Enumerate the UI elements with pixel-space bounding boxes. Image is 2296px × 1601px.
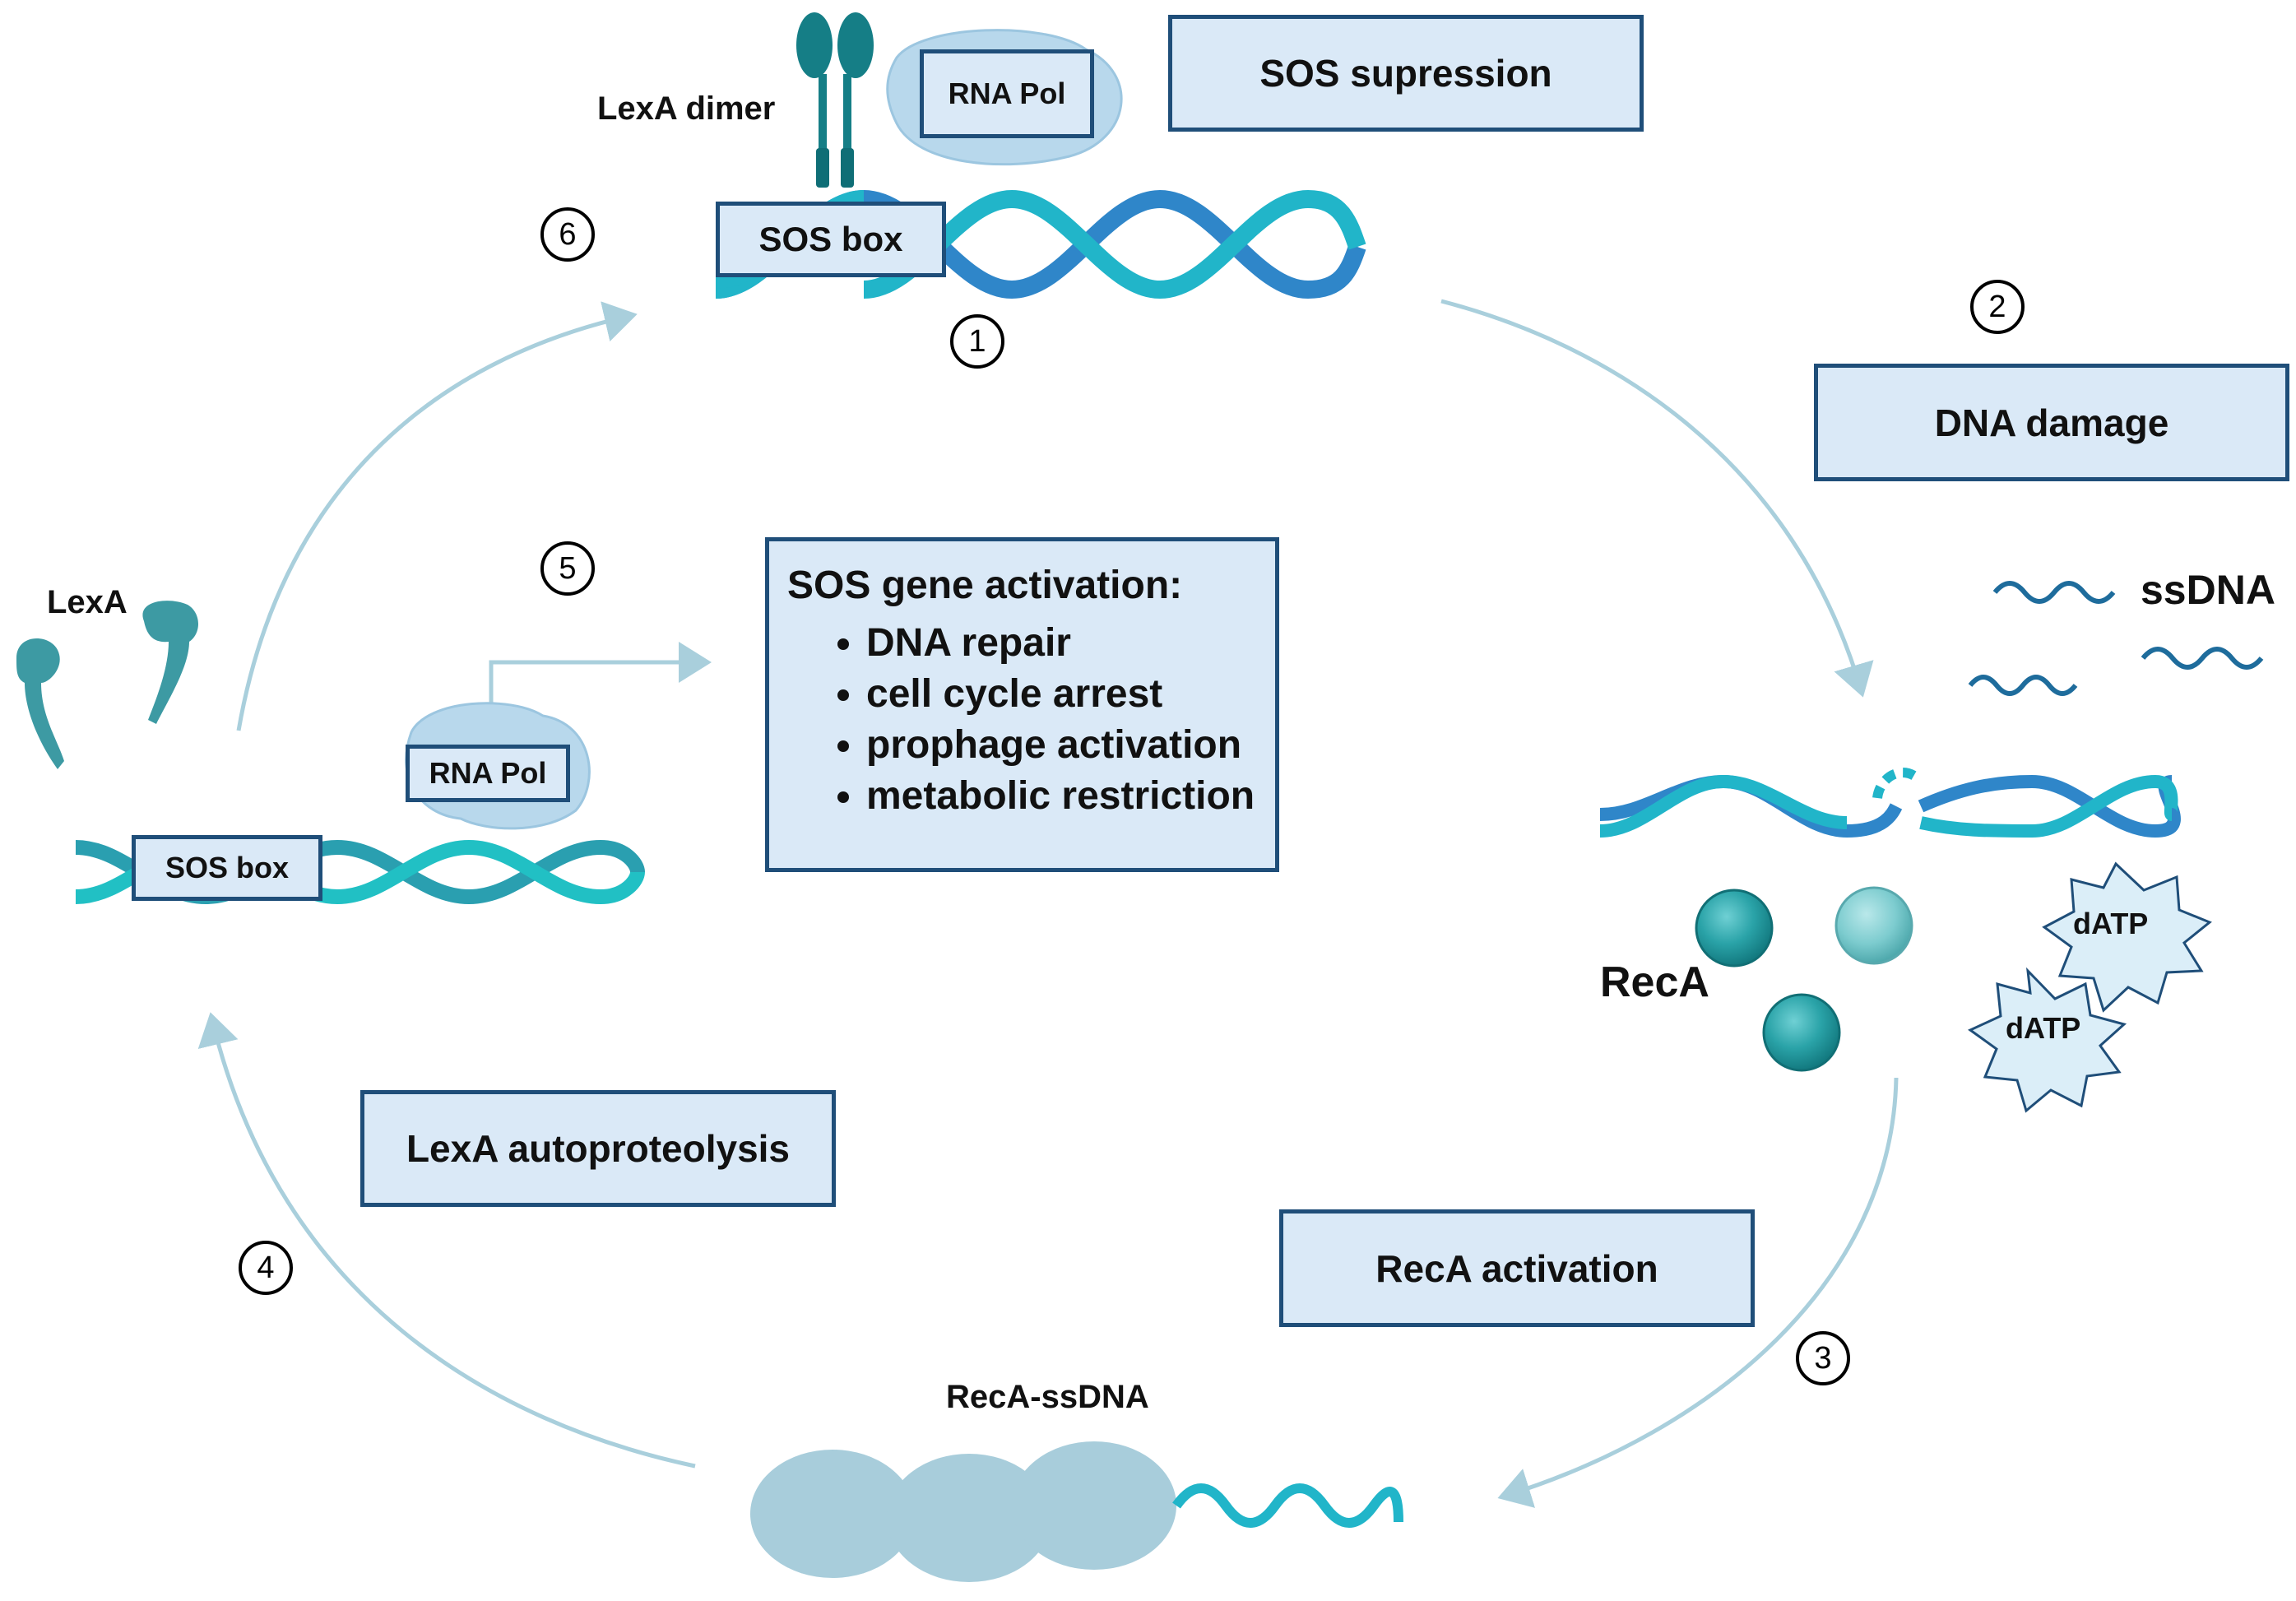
lexa-monomers xyxy=(16,601,199,769)
dna-helix-damaged xyxy=(1599,768,2181,838)
reca-activation-box: RecA activation xyxy=(1279,1209,1755,1327)
step-5-marker: 5 xyxy=(540,541,595,596)
list-item: prophage activation xyxy=(866,720,1255,771)
reca-ball-1 xyxy=(1695,889,1774,968)
reca-ssdna-filament xyxy=(750,1441,1403,1582)
list-item: cell cycle arrest xyxy=(866,669,1255,720)
sos-suppression-label: SOS supression xyxy=(1259,52,1552,95)
arrow-1-to-2 xyxy=(1440,299,1874,698)
arrow-2-to-3 xyxy=(1497,1077,1899,1508)
reca-activation-label: RecA activation xyxy=(1375,1246,1658,1290)
dna-damage-label: DNA damage xyxy=(1934,401,2169,444)
arrow-3-to-4 xyxy=(197,1012,696,1469)
dna-damage-box: DNA damage xyxy=(1814,364,2289,481)
reca-ball-2 xyxy=(1834,886,1913,965)
list-item: DNA repair xyxy=(866,618,1255,669)
sos-box-label-left: SOS box xyxy=(165,851,290,884)
step-6-marker: 6 xyxy=(540,207,595,262)
datp-label-2: dATP xyxy=(2006,1011,2081,1045)
list-item: metabolic restriction xyxy=(866,771,1255,822)
rna-pol-label-top: RNA Pol xyxy=(948,77,1066,110)
arrow-4-to-6 xyxy=(236,301,638,731)
reca-label: RecA xyxy=(1600,958,1709,1006)
ssdna-label: ssDNA xyxy=(2141,567,2275,613)
rna-pol-box-top: RNA Pol xyxy=(920,49,1094,138)
lexa-autoproteolysis-box: LexA autoproteolysis xyxy=(360,1090,836,1207)
rna-pol-box-left: RNA Pol xyxy=(406,745,570,802)
sos-box-left: SOS box xyxy=(132,835,322,901)
lexa-label: LexA xyxy=(47,584,128,620)
step-1-marker: 1 xyxy=(950,314,1004,369)
sos-gene-activation-title: SOS gene activation: xyxy=(787,564,1183,607)
step-2-marker: 2 xyxy=(1970,280,2025,334)
sos-gene-activation-box: SOS gene activation: DNA repair cell cyc… xyxy=(765,537,1279,872)
rna-pol-label-left: RNA Pol xyxy=(429,756,547,790)
lexa-dimer-shape xyxy=(796,12,874,188)
reca-ball-3 xyxy=(1762,993,1841,1072)
reca-ssdna-label: RecA-ssDNA xyxy=(946,1379,1149,1415)
step-3-marker: 3 xyxy=(1796,1331,1850,1385)
datp-star-2 xyxy=(1968,967,2127,1113)
lexa-autoproteolysis-label: LexA autoproteolysis xyxy=(406,1127,791,1170)
sos-suppression-box: SOS supression xyxy=(1168,15,1644,132)
datp-label-1: dATP xyxy=(2073,907,2149,940)
ssdna-fragments xyxy=(1968,581,2264,696)
lexa-dimer-label: LexA dimer xyxy=(597,90,776,127)
step-4-marker: 4 xyxy=(239,1241,293,1295)
sos-box-top: SOS box xyxy=(716,202,946,277)
datp-star-1 xyxy=(2042,861,2212,1013)
sos-box-label-top: SOS box xyxy=(758,220,903,258)
sos-gene-activation-list: DNA repair cell cycle arrest prophage ac… xyxy=(787,618,1255,822)
